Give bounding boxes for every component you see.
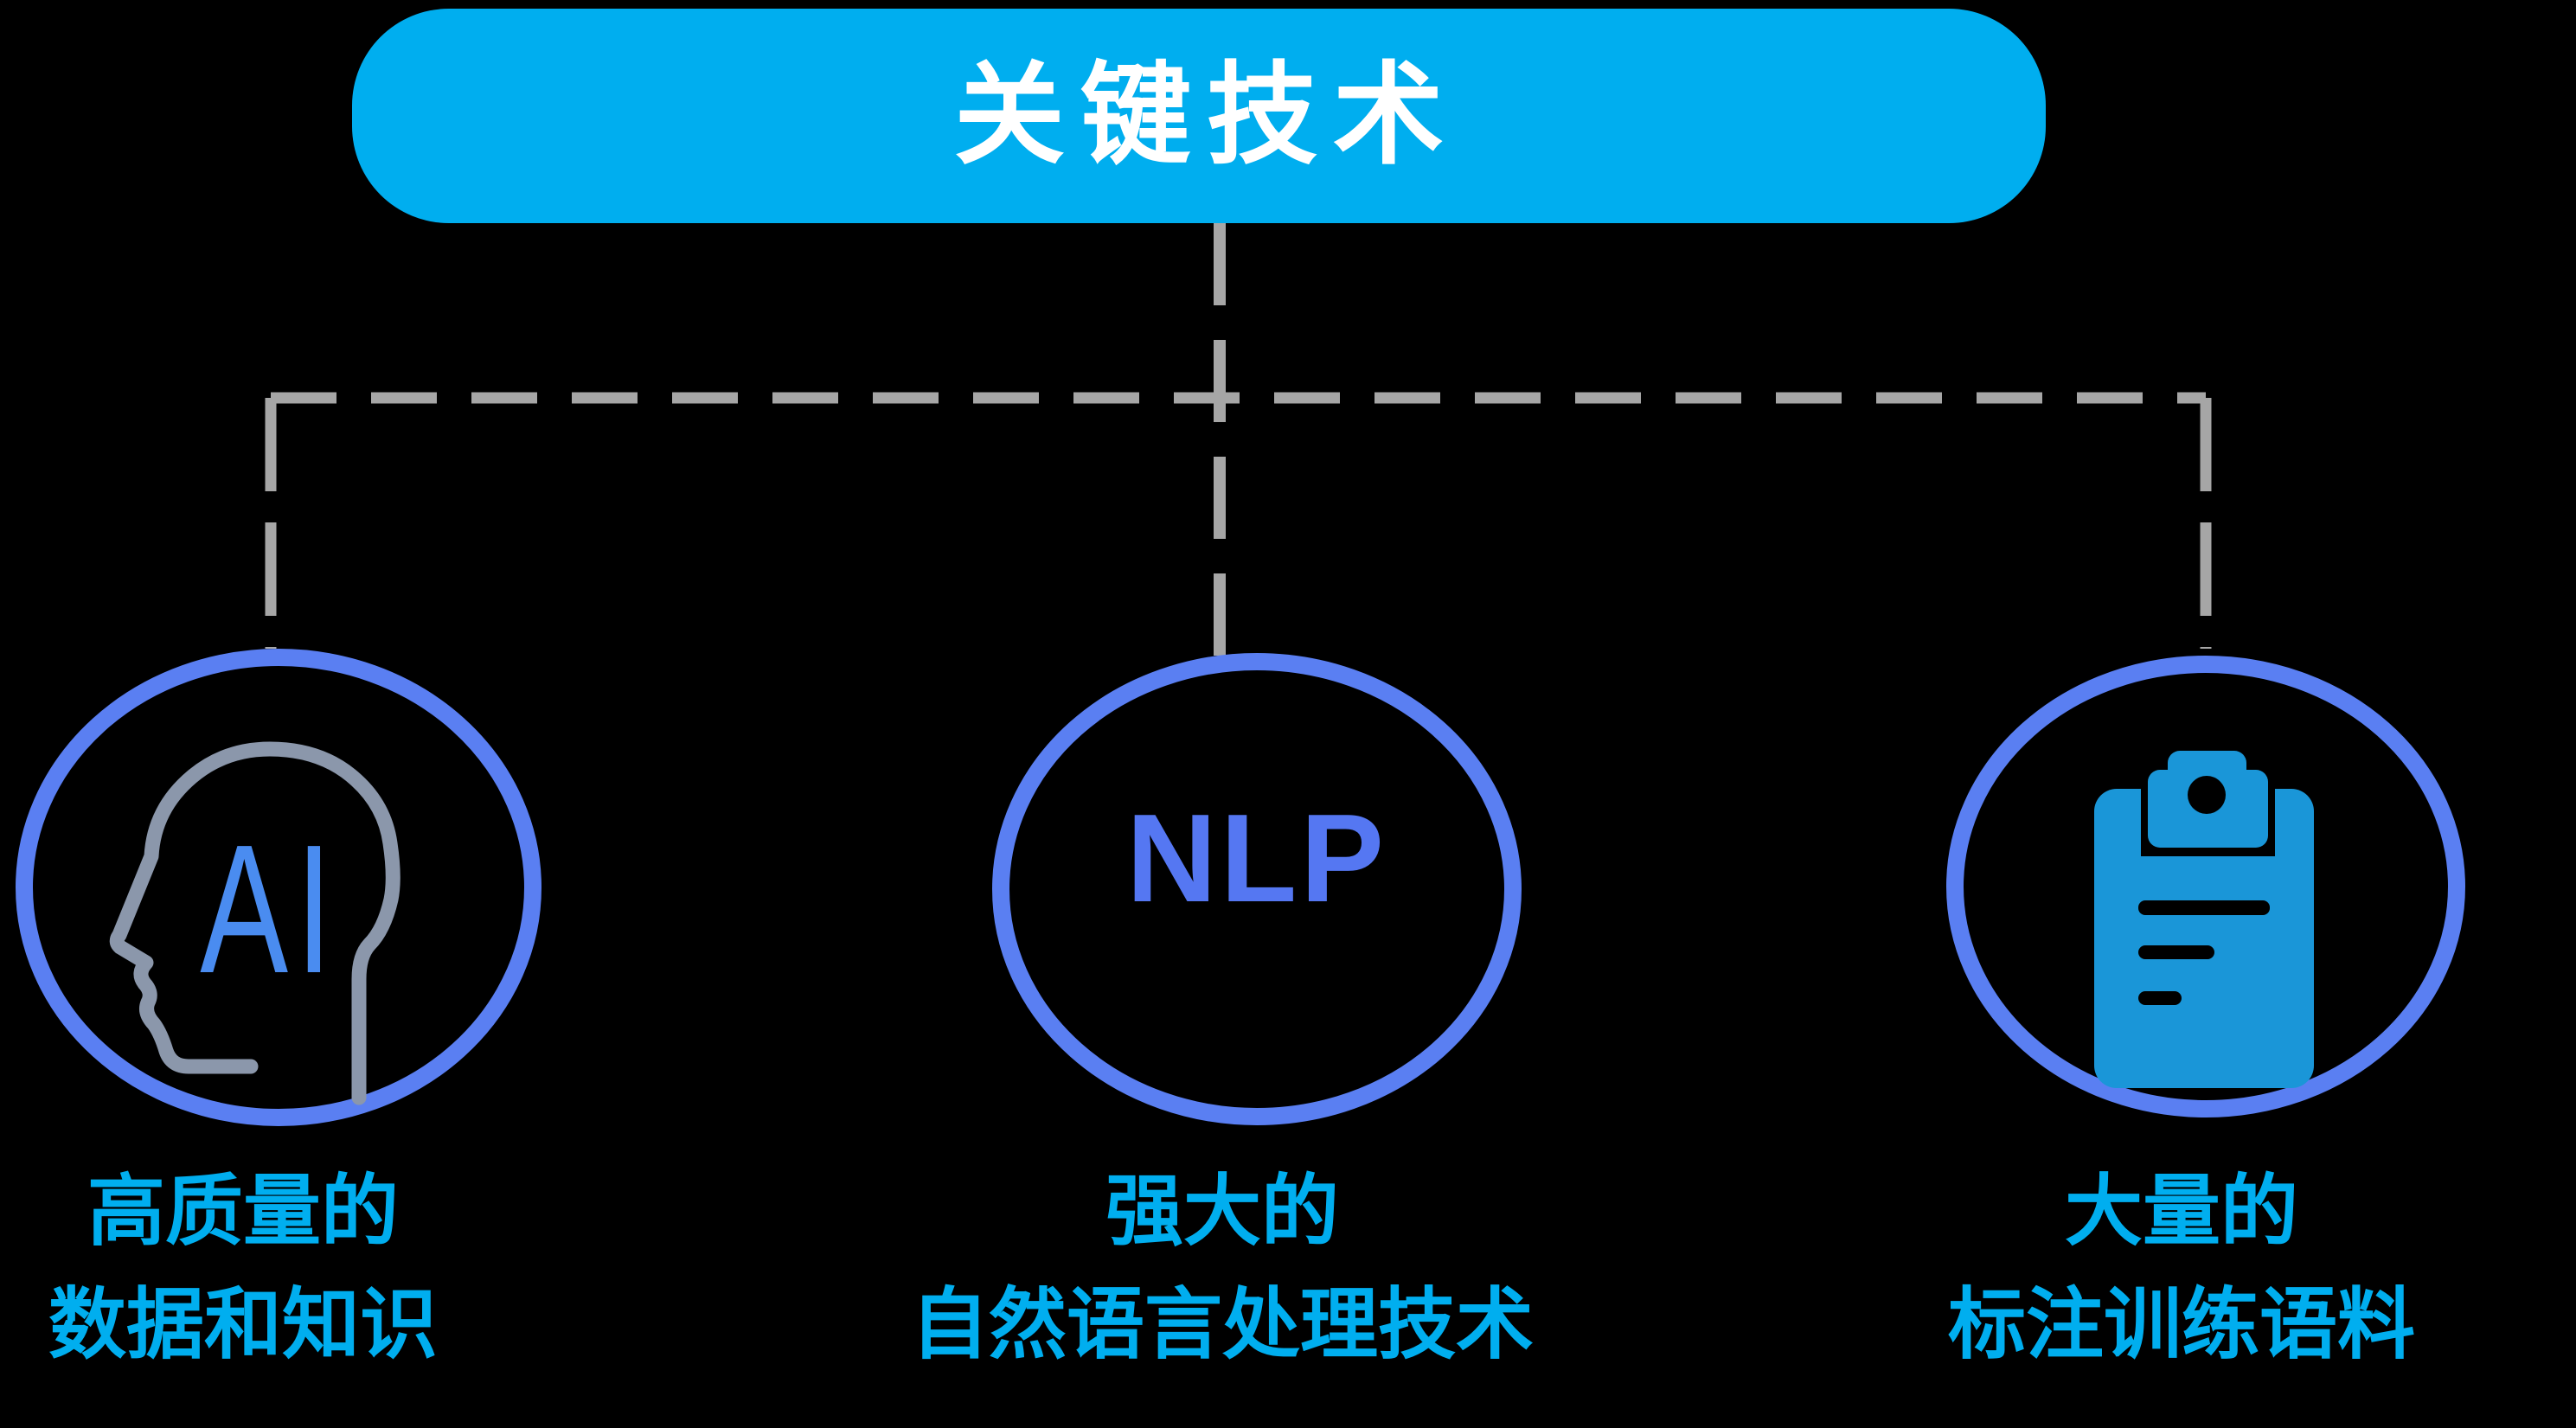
ai-icon-text: AI [200,807,340,1011]
nlp-circle-text: NLP [1126,788,1387,928]
label-ai-line1: 高质量的 [87,1169,399,1255]
ai-circle-outline [16,649,541,1126]
node-corpus-circle [1946,656,2465,1117]
label-nlp: 强大的 自然语言处理技术 [911,1156,1534,1382]
ai-head-icon [109,741,400,1105]
label-corpus-line1: 大量的 [2065,1169,2298,1255]
node-ai-circle: AI [16,649,541,1126]
label-corpus-line2: 标注训练语料 [1948,1282,2415,1368]
label-ai: 高质量的 数据和知识 [48,1156,438,1382]
label-ai-line2: 数据和知识 [48,1282,438,1368]
nlp-circle-outline [992,653,1522,1125]
node-nlp-circle: NLP [992,653,1522,1125]
label-corpus: 大量的 标注训练语料 [1948,1156,2415,1382]
title-node: 关键技术 [352,9,2046,223]
corpus-circle-outline [1946,656,2465,1117]
label-nlp-line1: 强大的 [1105,1169,1339,1255]
clipboard-icon [2094,751,2314,1088]
label-nlp-line2: 自然语言处理技术 [911,1282,1534,1368]
title-text: 关键技术 [953,54,1459,177]
